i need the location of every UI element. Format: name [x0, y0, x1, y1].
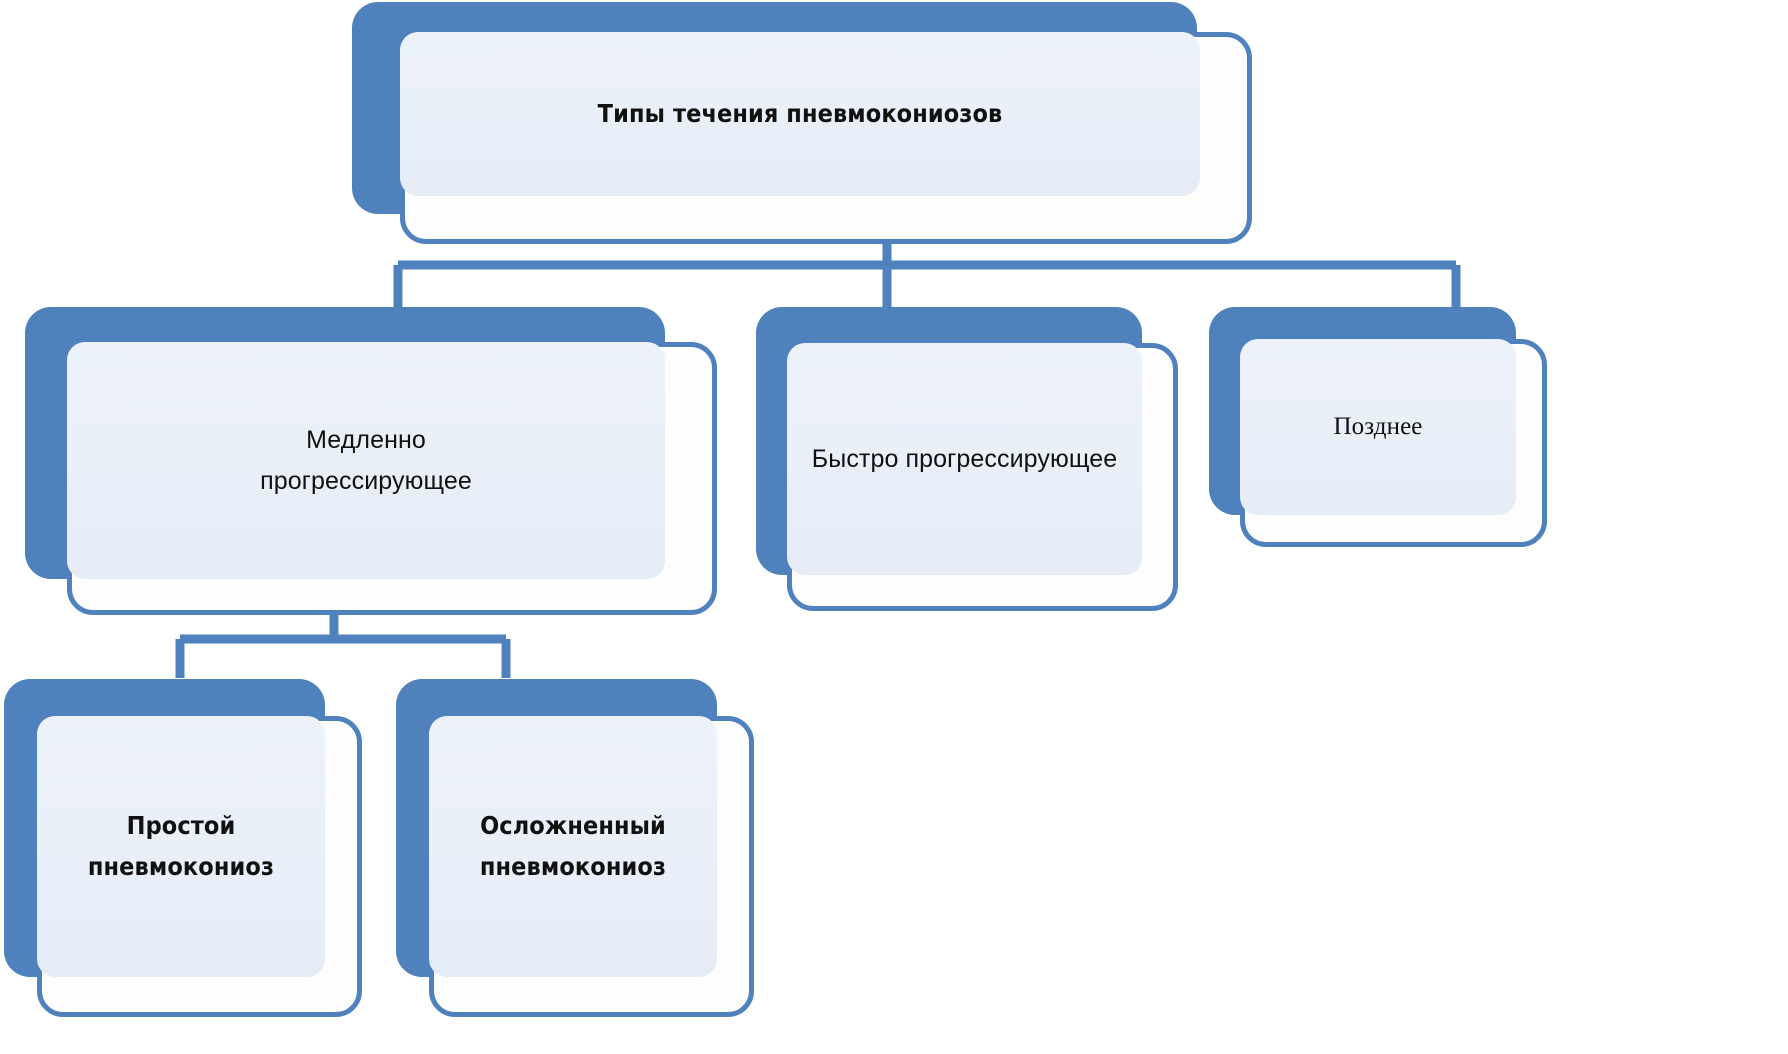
node-slow-label: Медленно прогрессирующее: [260, 426, 472, 495]
node-simple-label: Простой пневмокониоз: [87, 811, 275, 881]
node-slow-inner-panel: Медленно прогрессирующее: [67, 342, 665, 579]
node-fast-label: Быстро прогрессирующее: [811, 444, 1118, 473]
node-simple-inner-panel: Простой пневмокониоз: [37, 716, 325, 977]
node-root[interactable]: Типы течения пневмокониозов: [352, 2, 1252, 244]
node-complicated[interactable]: Осложненный пневмокониоз: [396, 679, 754, 1054]
node-fast[interactable]: Быстро прогрессирующее: [756, 307, 1178, 611]
node-late-inner-panel: Позднее: [1240, 339, 1516, 515]
node-root-label: Типы течения пневмокониозов: [597, 98, 1003, 128]
node-late[interactable]: Позднее: [1209, 307, 1547, 547]
connector-root-to-children: [393, 238, 1461, 312]
node-late-label: Позднее: [1333, 412, 1423, 440]
node-complicated-label: Осложненный пневмокониоз: [479, 811, 667, 881]
node-fast-inner-panel: Быстро прогрессирующее: [787, 343, 1142, 575]
connector-slow-to-children: [175, 614, 511, 678]
node-root-inner-panel: Типы течения пневмокониозов: [400, 32, 1200, 196]
node-complicated-inner-panel: Осложненный пневмокониоз: [429, 716, 717, 977]
node-slow[interactable]: Медленно прогрессирующее: [25, 307, 717, 615]
node-simple[interactable]: Простой пневмокониоз: [4, 679, 362, 1054]
